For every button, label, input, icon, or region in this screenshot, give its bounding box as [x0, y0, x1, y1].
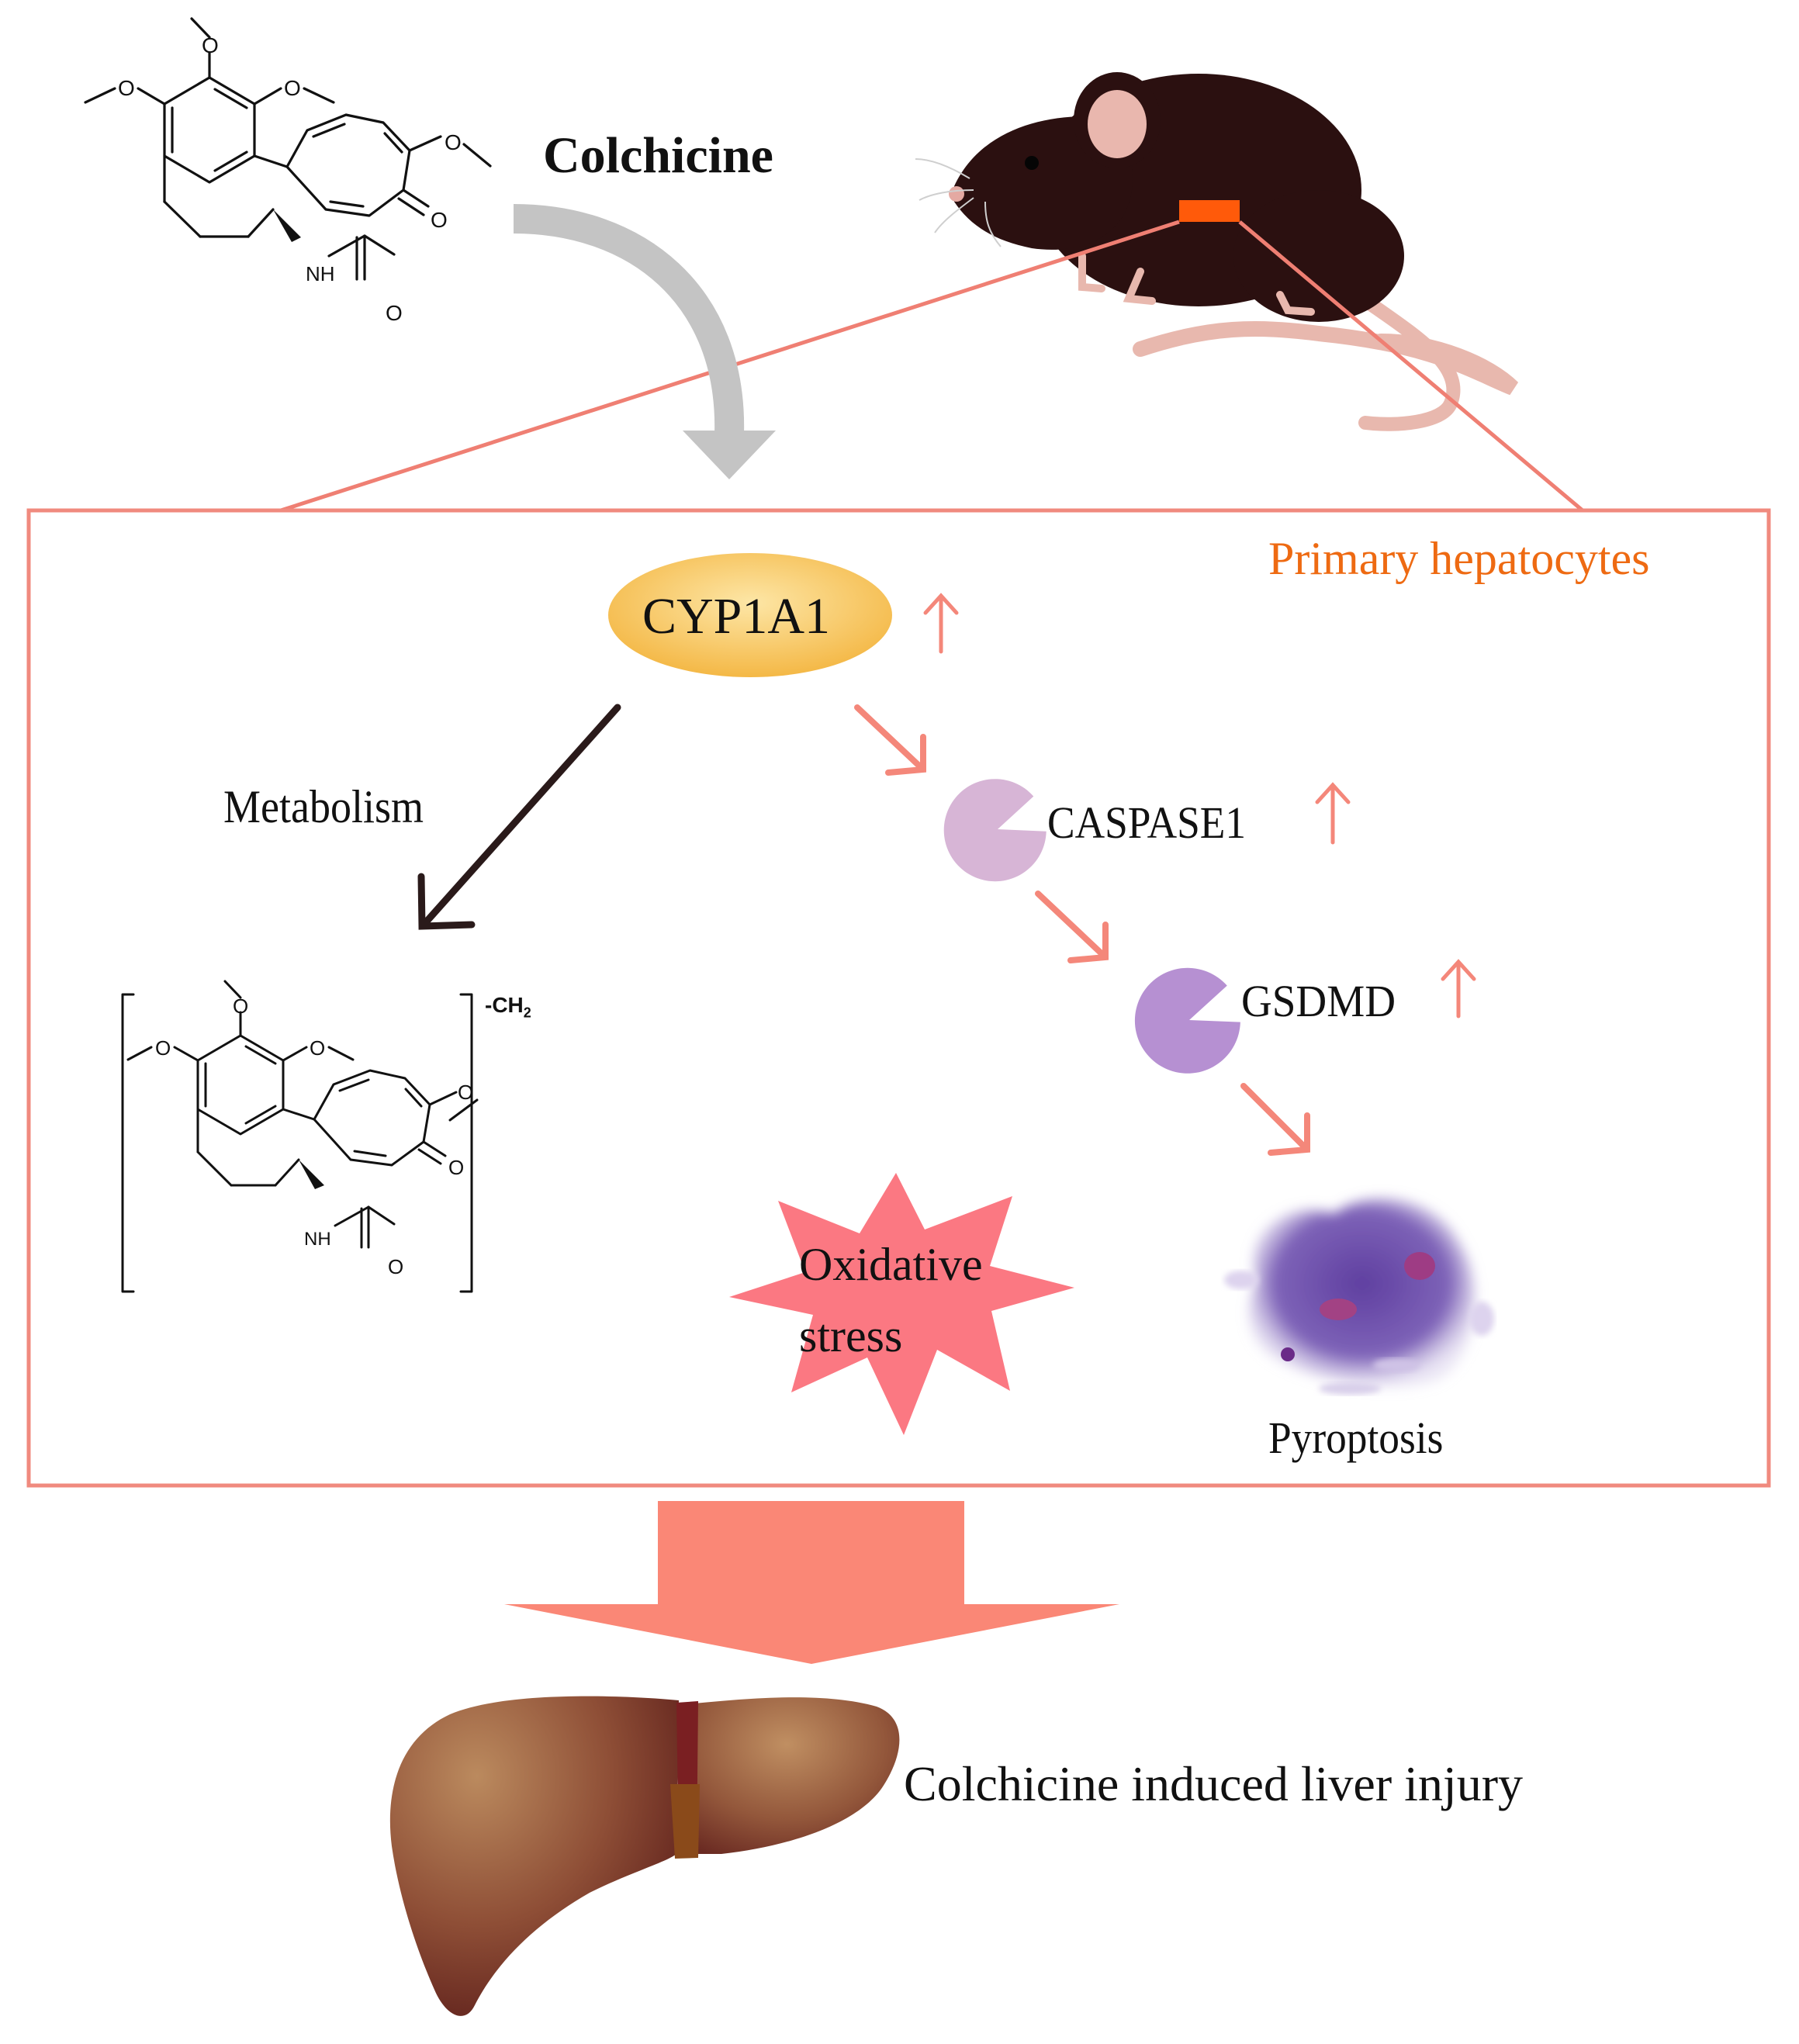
- metabolism-label: Metabolism: [223, 781, 424, 832]
- top-o-methoxy-4: O: [445, 130, 462, 154]
- mouse-illustration: [915, 72, 1519, 431]
- big-down-arrow: [504, 1501, 1119, 1664]
- met-o-methoxy-4: O: [458, 1081, 474, 1104]
- top-o-methoxy-3: O: [118, 76, 135, 100]
- top-o-carbonyl: O: [431, 208, 448, 232]
- met-nh: NH: [304, 1229, 331, 1250]
- caspase1-label: CASPASE1: [1047, 797, 1247, 848]
- met-o-carbonyl: O: [448, 1156, 465, 1179]
- cascade-arrows: [854, 704, 1310, 1156]
- pyroptosis-cell: [1224, 1198, 1494, 1395]
- oxidative-stress-label-line2: stress: [799, 1310, 903, 1361]
- top-o-acetyl: O: [386, 301, 403, 325]
- met-o-methoxy-2: O: [310, 1036, 326, 1060]
- box-title-label: Primary hepatocytes: [1268, 533, 1650, 584]
- liver-illustration: [389, 1696, 900, 2016]
- top-o-methoxy-2: O: [284, 76, 301, 100]
- gsdmd-label: GSDMD: [1241, 976, 1396, 1026]
- met-o-acetyl: O: [388, 1255, 404, 1278]
- metabolism-arrow: [417, 704, 621, 930]
- oxidative-stress-label-line1: Oxidative: [799, 1239, 983, 1290]
- metabolite-ch-text: -CH: [485, 993, 524, 1017]
- top-o-methoxy-1: O: [202, 33, 219, 57]
- cyp1a1-label: CYP1A1: [642, 588, 831, 645]
- colchicine-structure: [84, 17, 492, 281]
- oxidative-stress-star: [729, 1173, 1074, 1435]
- met-o-methoxy-1: O: [233, 994, 249, 1018]
- drug-name-label: Colchicine: [543, 127, 773, 184]
- metabolite-subscript: 2: [523, 1005, 531, 1021]
- zoom-line-right: [1238, 220, 1584, 512]
- top-nh: NH: [306, 262, 335, 285]
- cyp1a1-ellipse: [608, 553, 892, 677]
- gray-curved-arrow: [513, 204, 745, 435]
- met-o-methoxy-3: O: [155, 1036, 171, 1060]
- hepatocytes-box: [26, 508, 1771, 1488]
- gray-arrow-head: [683, 431, 776, 479]
- metabolite-ch2-label: -CH2: [485, 994, 531, 1020]
- liver-location-marker: [1179, 200, 1240, 222]
- caspase1-shape: [943, 779, 1047, 882]
- upregulation-arrows: [923, 593, 1476, 1019]
- gsdmd-shape: [1134, 967, 1240, 1074]
- metabolite-structure: [121, 980, 479, 1293]
- pyroptosis-label: Pyroptosis: [1268, 1413, 1444, 1463]
- outcome-label: Colchicine induced liver injury: [904, 1756, 1523, 1811]
